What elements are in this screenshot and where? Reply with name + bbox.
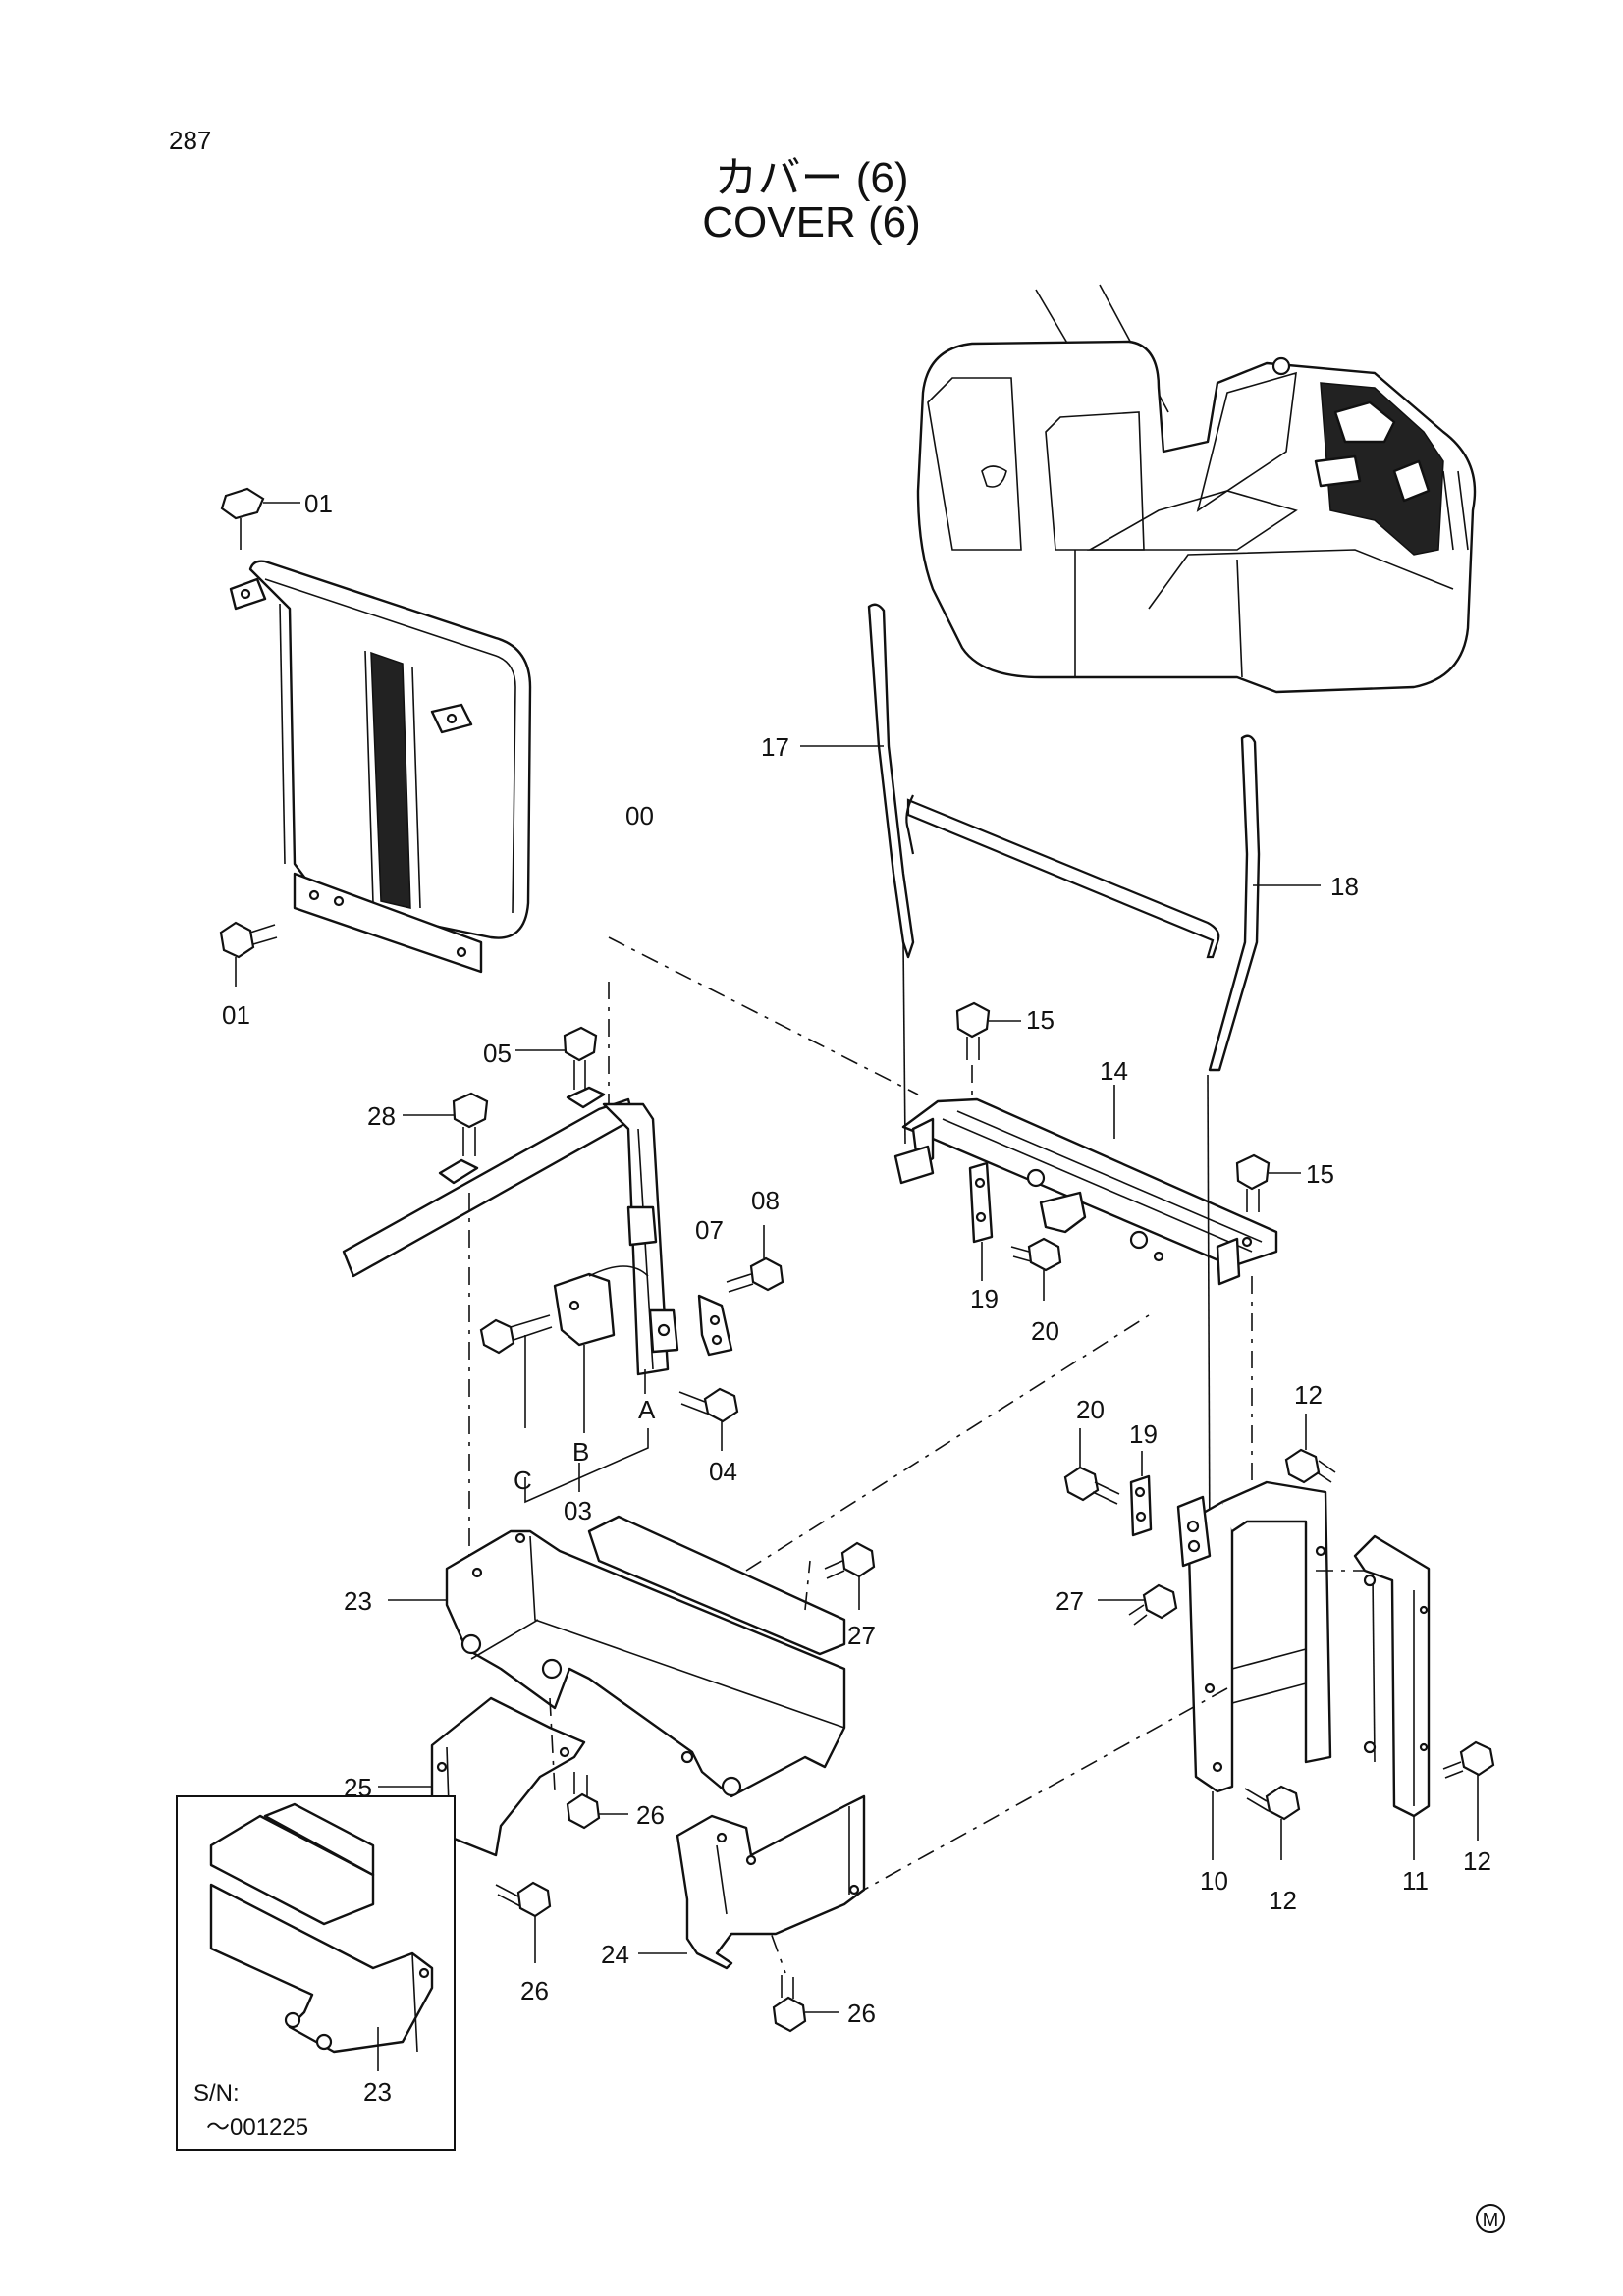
part-28-bolt — [403, 1092, 489, 1185]
callout-23-inset: 23 — [363, 2077, 392, 2107]
part-19-clip-upper — [968, 1161, 994, 1281]
part-12-bolt-a — [1284, 1414, 1336, 1484]
part-26-bolt-c — [745, 1864, 839, 2033]
excavator-overview — [916, 284, 1477, 694]
callout-15-b: 15 — [1306, 1159, 1334, 1189]
callout-26-a: 26 — [636, 1800, 665, 1830]
callout-26-b: 26 — [520, 1976, 549, 2005]
part-17-rod — [800, 603, 915, 1145]
callout-15-a: 15 — [1026, 1005, 1055, 1035]
part-18-rod — [905, 734, 1321, 1562]
callout-23: 23 — [344, 1586, 372, 1616]
callout-24: 24 — [601, 1940, 629, 1969]
callout-12-c: 12 — [1463, 1846, 1491, 1876]
callout-27-left: 27 — [847, 1621, 876, 1650]
part-12-bolt-b — [1244, 1785, 1301, 1860]
part-24-cover — [638, 1794, 866, 1970]
callout-12-a: 12 — [1294, 1380, 1323, 1410]
part-26-bolt-a — [566, 1772, 628, 1830]
callout-07: 07 — [695, 1215, 724, 1245]
ref-B: B — [572, 1437, 589, 1467]
part-04-bolt — [678, 1387, 739, 1451]
callout-28: 28 — [367, 1101, 396, 1131]
callout-18: 18 — [1330, 872, 1359, 901]
part-23-tray — [388, 1314, 1150, 1798]
part-10-bracket — [863, 1276, 1365, 1891]
callout-26-c: 26 — [847, 1999, 876, 2028]
callout-11: 11 — [1402, 1866, 1429, 1896]
title-japanese: カバー (6) — [714, 154, 909, 202]
part-15-bolt-b — [1235, 1153, 1301, 1212]
part-01-bolt-top — [220, 487, 300, 550]
callout-19-upper: 19 — [970, 1284, 999, 1313]
callout-12-b: 12 — [1269, 1886, 1297, 1915]
part-20-bolt-lower — [1063, 1428, 1120, 1505]
part-27-bolt-left — [824, 1541, 876, 1610]
part-00-cover — [229, 560, 532, 974]
title-english: COVER (6) — [702, 198, 921, 246]
callout-19-lower: 19 — [1129, 1419, 1158, 1449]
callout-20-lower: 20 — [1076, 1395, 1105, 1424]
part-01-bolt-bottom — [219, 921, 278, 987]
callout-20-upper: 20 — [1031, 1316, 1059, 1346]
part-19-clip-lower — [1129, 1451, 1153, 1537]
serial-inset — [176, 1795, 456, 2151]
callout-14: 14 — [1100, 1056, 1128, 1086]
callout-01-bottom: 01 — [222, 1000, 250, 1030]
callout-08: 08 — [751, 1186, 780, 1215]
part-05-bolt — [515, 1026, 606, 1109]
part-27-bolt-right — [1098, 1583, 1178, 1626]
callout-01-top: 01 — [304, 489, 333, 518]
callout-25: 25 — [344, 1773, 372, 1802]
part-12-bolt-c — [1442, 1740, 1495, 1841]
callout-00: 00 — [625, 801, 654, 830]
callout-labels: 01 00 01 05 28 07 08 A B C 03 04 17 18 1… — [193, 489, 1491, 2141]
serial-label: S/N: — [193, 2080, 240, 2107]
callout-27-right: 27 — [1055, 1586, 1084, 1616]
page-number: 287 — [169, 126, 212, 155]
callout-10: 10 — [1200, 1866, 1228, 1896]
callout-03: 03 — [564, 1496, 592, 1525]
part-14-rail — [893, 1085, 1278, 1286]
ref-C: C — [514, 1466, 532, 1495]
callout-04: 04 — [709, 1457, 737, 1486]
part-20-bolt-upper — [1010, 1237, 1062, 1301]
part-08-bolt — [726, 1225, 784, 1293]
part-26-bolt-b — [495, 1881, 552, 1963]
part-15-bolt-a — [955, 1001, 1021, 1095]
part-11-bracket — [1353, 1534, 1431, 1860]
callout-05: 05 — [483, 1039, 512, 1068]
ref-A: A — [638, 1395, 656, 1424]
m-mark: M — [1476, 2204, 1505, 2233]
m-mark-letter: M — [1483, 2210, 1499, 2231]
part-03-bolt-c — [479, 1314, 553, 1355]
left-bracket-frame — [342, 936, 919, 1571]
serial-range: ～001225 — [206, 2114, 308, 2141]
callout-17: 17 — [761, 732, 789, 762]
